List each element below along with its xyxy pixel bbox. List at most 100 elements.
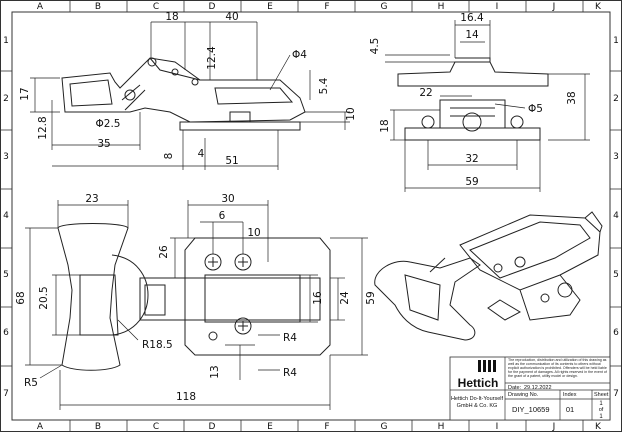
dim-side-phi4: Φ4 [292,49,307,61]
legal-notice-text: The reproduction, distribution and utili… [508,358,607,379]
dim-top-13: 13 [209,365,221,378]
grid-row-label: 4 [613,211,619,221]
dim-front-4-5: 4.5 [369,38,381,55]
grid-col-label: G [381,2,388,12]
dim-top-10: 10 [247,227,260,239]
grid-col-label: H [438,422,445,432]
grid-row-label: 7 [3,389,9,399]
grid-row-label: 3 [3,152,9,162]
grid-column-labels-bottom: A B C D E F G H I J K [37,422,602,432]
grid-row-label: 2 [3,94,9,104]
company-line-2: GmbH & Co. KG [457,403,498,409]
dim-side-51: 51 [225,155,238,167]
grid-col-label: E [267,422,273,432]
inner-frame [11,11,611,421]
grid-row-labels-right: 1 2 3 4 5 6 7 [613,36,619,399]
dim-front-16-4: 16.4 [460,12,484,24]
dim-top-r5: R5 [24,377,38,389]
title-block: Hettich The reproduction, distribution a… [449,356,611,421]
grid-row-label: 5 [613,270,619,280]
dim-top-23: 23 [85,193,98,205]
top-view-dimension-lines [25,200,368,410]
sheet-of: of [599,407,604,413]
brand-name: Hettich [458,376,499,390]
grid-col-label: K [595,422,602,432]
front-view: 4.5 16.4 14 22 Φ5 38 18 32 59 [369,12,590,192]
date-label: Date: [508,385,522,391]
grid-col-label: J [552,422,556,432]
dim-side-8: 8 [163,153,175,160]
side-view: 18 40 12.4 Φ4 5.4 17 12.8 Φ2.5 35 10 8 4… [19,11,357,170]
grid-col-label: B [95,422,101,432]
grid-col-label: C [153,2,159,12]
grid-col-label: F [324,2,329,12]
drawing-no-label: Drawing No. [508,392,539,398]
drawing-no-value: DIY_10659 [512,405,550,414]
dim-side-12-4: 12.4 [206,46,218,70]
grid-col-label: I [496,2,499,12]
sheet-total: 1 [599,414,603,420]
sheet-label: Sheet [594,392,609,398]
dim-top-24: 24 [339,291,351,305]
dim-front-phi5: Φ5 [528,103,543,115]
dim-top-r4-lower: R4 [283,367,297,379]
grid-row-label: 3 [613,152,619,162]
dim-top-6: 6 [219,210,226,222]
dim-side-18: 18 [165,11,178,23]
grid-col-label: F [324,422,329,432]
dim-top-26: 26 [158,245,170,259]
grid-col-label: C [153,422,159,432]
side-view-dimension-lines [30,21,350,170]
grid-col-label: H [438,2,445,12]
legal-notice: The reproduction, distribution and utili… [508,358,607,379]
dim-top-20-5: 20.5 [38,286,50,309]
dim-top-30: 30 [221,193,234,205]
dim-front-22: 22 [419,87,432,99]
grid-row-label: 4 [3,211,9,221]
dim-top-r18-5: R18.5 [142,339,173,351]
dim-side-17: 17 [19,87,31,100]
grid-col-label: B [95,2,101,12]
dim-front-32: 32 [465,153,478,165]
front-view-hinge-outline [397,57,549,141]
grid-col-label: E [267,2,273,12]
grid-row-label: 1 [3,36,9,46]
dim-side-5-4: 5.4 [318,77,330,94]
grid-col-label: A [37,422,44,432]
dim-side-35: 35 [97,138,110,150]
sheet-number: 1 [599,401,603,407]
dim-side-4: 4 [198,148,205,160]
index-value: 01 [566,405,574,414]
isometric-view [374,211,603,341]
date-value: 29.12.2022 [524,385,552,391]
grid-row-label: 1 [613,36,619,46]
grid-col-label: D [209,2,216,12]
dim-front-14: 14 [465,29,479,41]
grid-col-label: K [595,2,602,12]
grid-row-labels-left: 1 2 3 4 5 6 7 [3,36,9,399]
dim-side-40: 40 [225,11,238,23]
dim-side-12-8: 12.8 [37,116,49,139]
dim-front-38: 38 [566,91,578,104]
grid-row-label: 7 [613,389,619,399]
top-view-hinge-outline [57,223,331,371]
dim-front-59: 59 [465,176,478,188]
index-label: Index [563,392,577,398]
grid-row-label: 6 [3,328,9,338]
company-line-1: Hettich Do-It-Yourself [451,396,504,402]
grid-col-label: D [209,422,216,432]
grid-row-label: 5 [3,270,9,280]
grid-col-label: A [37,2,44,12]
dim-side-phi2-5: Φ2.5 [96,118,121,130]
grid-column-labels-top: A B C D E F G H I J K [37,2,602,12]
hettich-logo: Hettich [458,360,499,390]
dim-top-r4-upper: R4 [283,332,297,344]
dim-top-118: 118 [176,391,196,403]
grid-col-label: J [552,2,556,12]
front-view-dimension-lines [385,20,590,192]
grid-row-label: 2 [613,94,619,104]
grid-row-label: 6 [613,328,619,338]
grid-col-label: G [381,422,388,432]
